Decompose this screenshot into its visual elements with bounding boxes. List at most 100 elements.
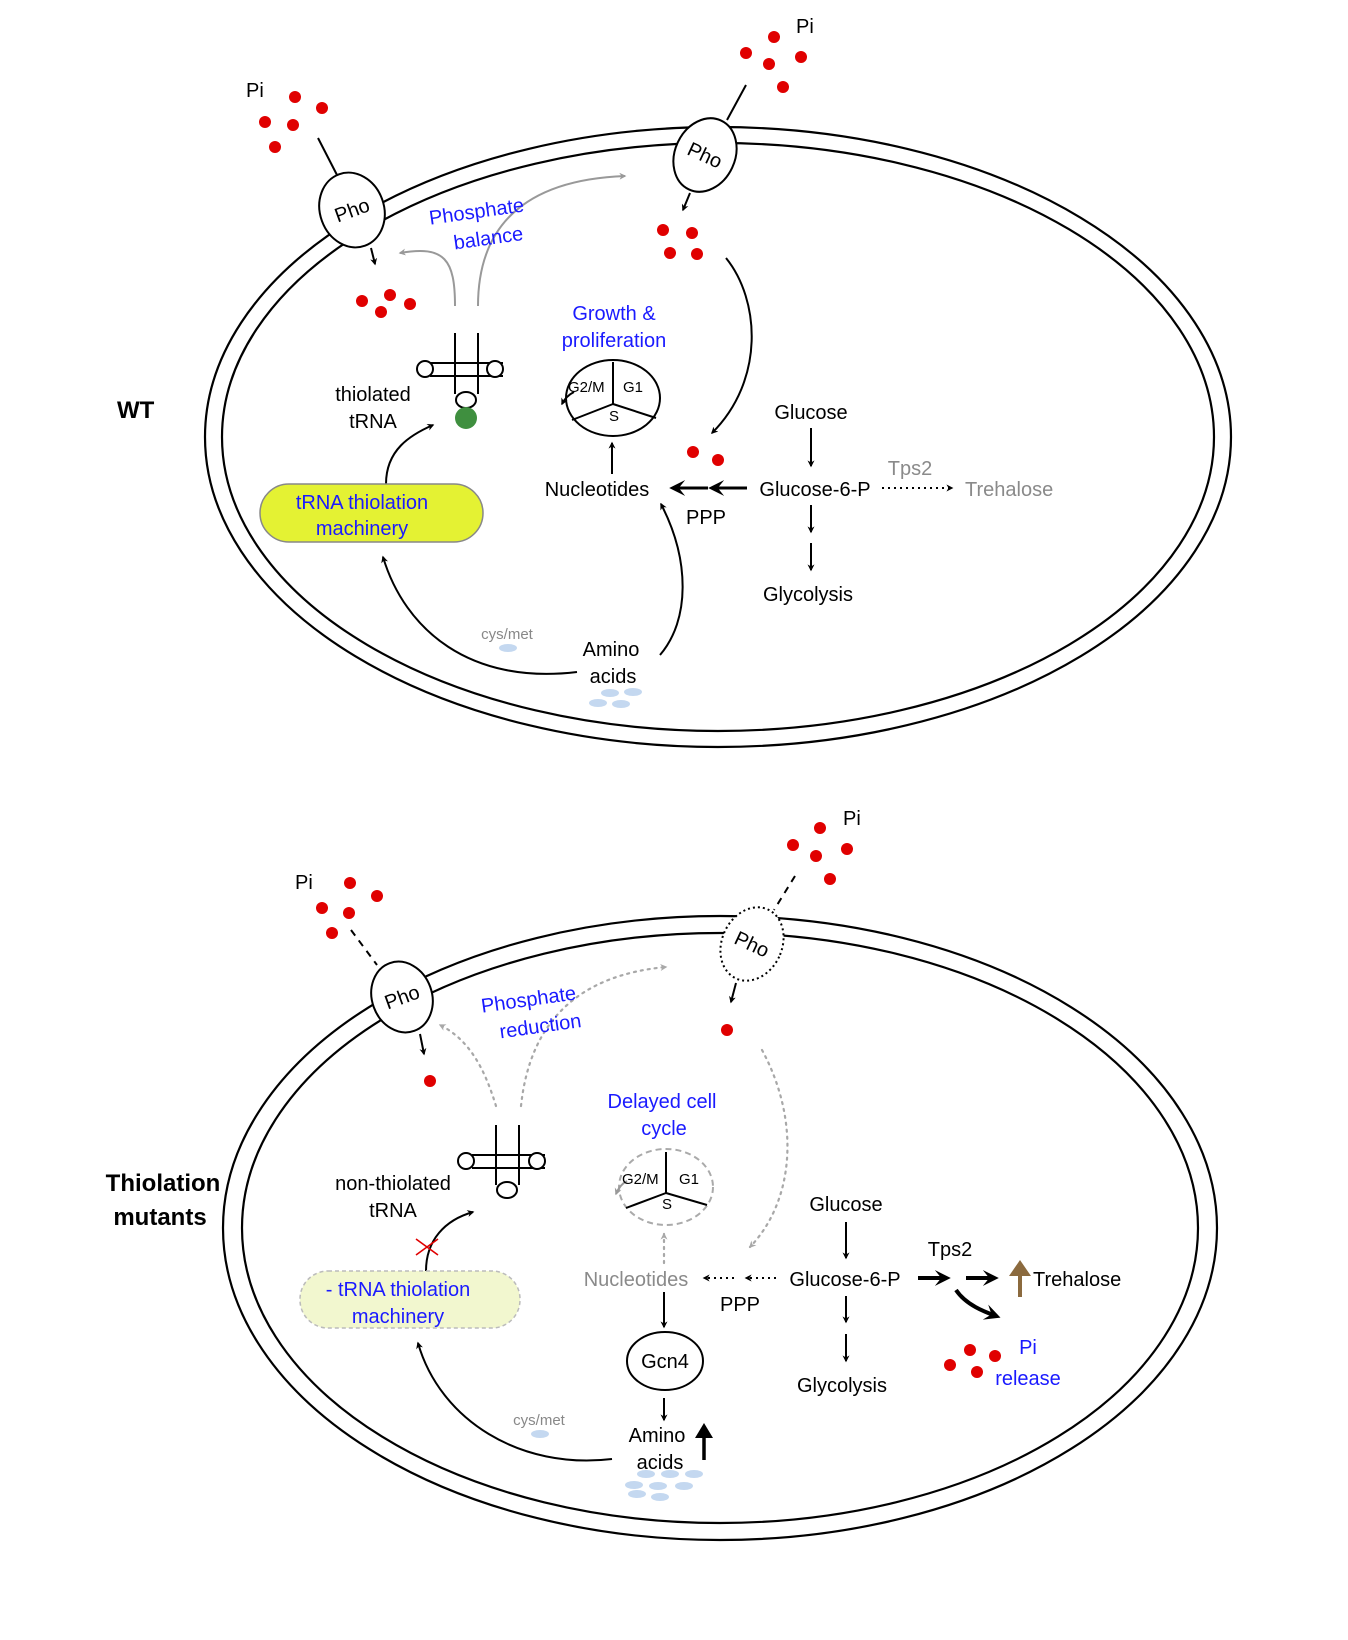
mutant-cysmet-oval — [531, 1430, 549, 1438]
mutant-cell-cycle-diagram: G2/M G1 S — [614, 1148, 714, 1226]
mutant-tps2-label: Tps2 — [928, 1239, 972, 1261]
blocked-cross-icon — [415, 1238, 439, 1256]
mutant-pho-left-transporter: Pho — [370, 960, 434, 1034]
mutant-delayed-line2: cycle — [641, 1118, 687, 1140]
mutant-pi-left-dots — [316, 877, 383, 939]
wt-machinery-to-trna-arrow — [385, 424, 435, 485]
wt-pi-right-label: Pi — [796, 16, 814, 38]
mutant-pho-right-transporter: Pho — [719, 906, 785, 982]
svg-text:balance: balance — [452, 223, 524, 255]
wt-cycle-s: S — [609, 408, 619, 425]
mutant-glycolysis-label: Glycolysis — [797, 1375, 887, 1397]
mutant-pi-left-intracellular — [424, 1075, 436, 1087]
mutant-outer-membrane — [221, 914, 1219, 1542]
wt-cysmet-label: cys/met — [481, 626, 534, 643]
mutant-ppp-label: PPP — [720, 1294, 760, 1316]
mutant-cycle-direction-arrow — [614, 1180, 628, 1196]
wt-cell-cycle-diagram: G2/M G1 S — [561, 359, 661, 437]
wt-growth-line2: proliferation — [562, 330, 667, 352]
mutant-reduction-arrow-left — [438, 1023, 498, 1108]
mutant-pi-release-arrow — [954, 1288, 1001, 1320]
mutant-amino-acid-ovals — [625, 1470, 703, 1501]
mutant-pho-right-stalk — [773, 875, 796, 911]
wt-trna-label-line1: thiolated — [335, 384, 411, 406]
wt-cysmet-oval — [499, 644, 517, 652]
wt-pho-right-stalk — [726, 84, 747, 121]
wt-amino-line1: Amino — [583, 639, 640, 661]
mutant-pho-right-import-arrow — [729, 982, 737, 1004]
mutant-amino-line2: acids — [637, 1452, 684, 1474]
mutant-pho-left-import-arrow — [419, 1033, 427, 1056]
wt-pi-left-label: Pi — [246, 80, 264, 102]
wt-nucleotides-label: Nucleotides — [545, 479, 650, 501]
wt-pho-right-import-arrow — [681, 192, 691, 212]
mutant-pi-release-dots — [944, 1344, 1001, 1378]
wt-glucose-label: Glucose — [774, 402, 847, 424]
mutant-pi-right-label: Pi — [843, 808, 861, 830]
mutant-inner-membrane — [240, 931, 1200, 1525]
wt-pi-left-dots — [259, 91, 328, 153]
pi-release-line1: Pi — [1019, 1337, 1037, 1359]
mutant-pi-to-ppp-arrow — [748, 1048, 789, 1249]
wt-cycle-g2m: G2/M — [568, 379, 605, 396]
mutant-reduction-arrow-right — [519, 964, 668, 1108]
mutant-cycle-s: S — [662, 1196, 672, 1213]
wt-glycolysis-label: Glycolysis — [763, 584, 853, 606]
wt-thiolated-trna-icon — [416, 333, 504, 429]
wt-pho-right-transporter: Pho — [672, 117, 738, 193]
wt-growth-line1: Growth & — [572, 303, 656, 325]
wt-g6p-label: Glucose-6-P — [759, 479, 870, 501]
wt-pi-left-intracellular — [356, 289, 416, 318]
wt-amino-acid-ovals — [589, 688, 642, 708]
wt-pi-to-ppp-arrow — [711, 257, 753, 434]
mutant-cycle-g1: G1 — [679, 1171, 699, 1188]
mutant-trna-label-line2: tRNA — [369, 1200, 417, 1222]
mutant-g6p-label: Glucose-6-P — [789, 1269, 900, 1291]
wt-machinery-line2: machinery — [316, 518, 408, 540]
mutant-panel-label-line1: Thiolation — [106, 1170, 221, 1197]
wt-trna-thiolation-machinery — [259, 483, 484, 543]
wt-trehalose-label: Trehalose — [965, 479, 1053, 501]
mutant-delayed-line1: Delayed cell — [608, 1091, 717, 1113]
wt-pho-left-import-arrow — [370, 247, 378, 266]
mutant-amino-to-machinery-arrow — [416, 1341, 613, 1462]
mutant-glucose-label: Glucose — [809, 1194, 882, 1216]
mutant-blocked-machinery-arrow — [425, 1210, 475, 1272]
mutant-pi-right-intracellular — [721, 1024, 733, 1036]
wt-phosphate-balance-label: Phosphate balance — [428, 195, 526, 255]
mutant-panel-label-line2: mutants — [113, 1204, 206, 1231]
wt-pho-left-transporter: Pho — [318, 171, 386, 249]
thiolation-mark — [455, 407, 477, 429]
wt-balance-arrow-left — [398, 248, 456, 307]
wt-panel: WT Pi Pho Pi Pho — [117, 16, 1233, 749]
mutant-panel: Thiolation mutants Pi Pho Pi Pho — [106, 808, 1219, 1542]
wt-amino-to-nucleotides-arrow — [659, 502, 684, 656]
wt-tps2-label: Tps2 — [888, 458, 932, 480]
trehalose-up-arrow-icon — [1009, 1260, 1031, 1297]
mutant-trna-thiolation-machinery — [299, 1270, 521, 1329]
wt-cycle-direction-arrow — [561, 391, 575, 406]
wt-pi-right-dots — [740, 31, 807, 93]
mutant-pi-left-label: Pi — [295, 872, 313, 894]
mutant-cycle-g2m: G2/M — [622, 1171, 659, 1188]
wt-cycle-g1: G1 — [623, 379, 643, 396]
wt-amino-to-machinery-arrow — [381, 555, 578, 675]
mutant-machinery-line2: machinery — [352, 1306, 444, 1328]
wt-balance-arrow-right — [477, 172, 627, 307]
mutant-amino-line1: Amino — [629, 1425, 686, 1447]
amino-acids-up-arrow-icon — [695, 1423, 713, 1460]
mutant-machinery-line1: - tRNA thiolation — [326, 1279, 471, 1301]
mutant-trna-label-line1: non-thiolated — [335, 1173, 451, 1195]
wt-machinery-line1: tRNA thiolation — [296, 492, 428, 514]
wt-amino-line2: acids — [590, 666, 637, 688]
mutant-cysmet-label: cys/met — [513, 1412, 566, 1429]
wt-pi-near-ppp — [687, 446, 724, 466]
wt-pho-left-stalk — [317, 137, 338, 176]
gcn4-label: Gcn4 — [641, 1351, 689, 1373]
wt-panel-label: WT — [117, 397, 155, 424]
mutant-nucleotides-label: Nucleotides — [584, 1269, 689, 1291]
wt-pi-right-intracellular — [657, 224, 703, 260]
gcn4-node — [626, 1331, 704, 1391]
wt-trna-label-line2: tRNA — [349, 411, 397, 433]
